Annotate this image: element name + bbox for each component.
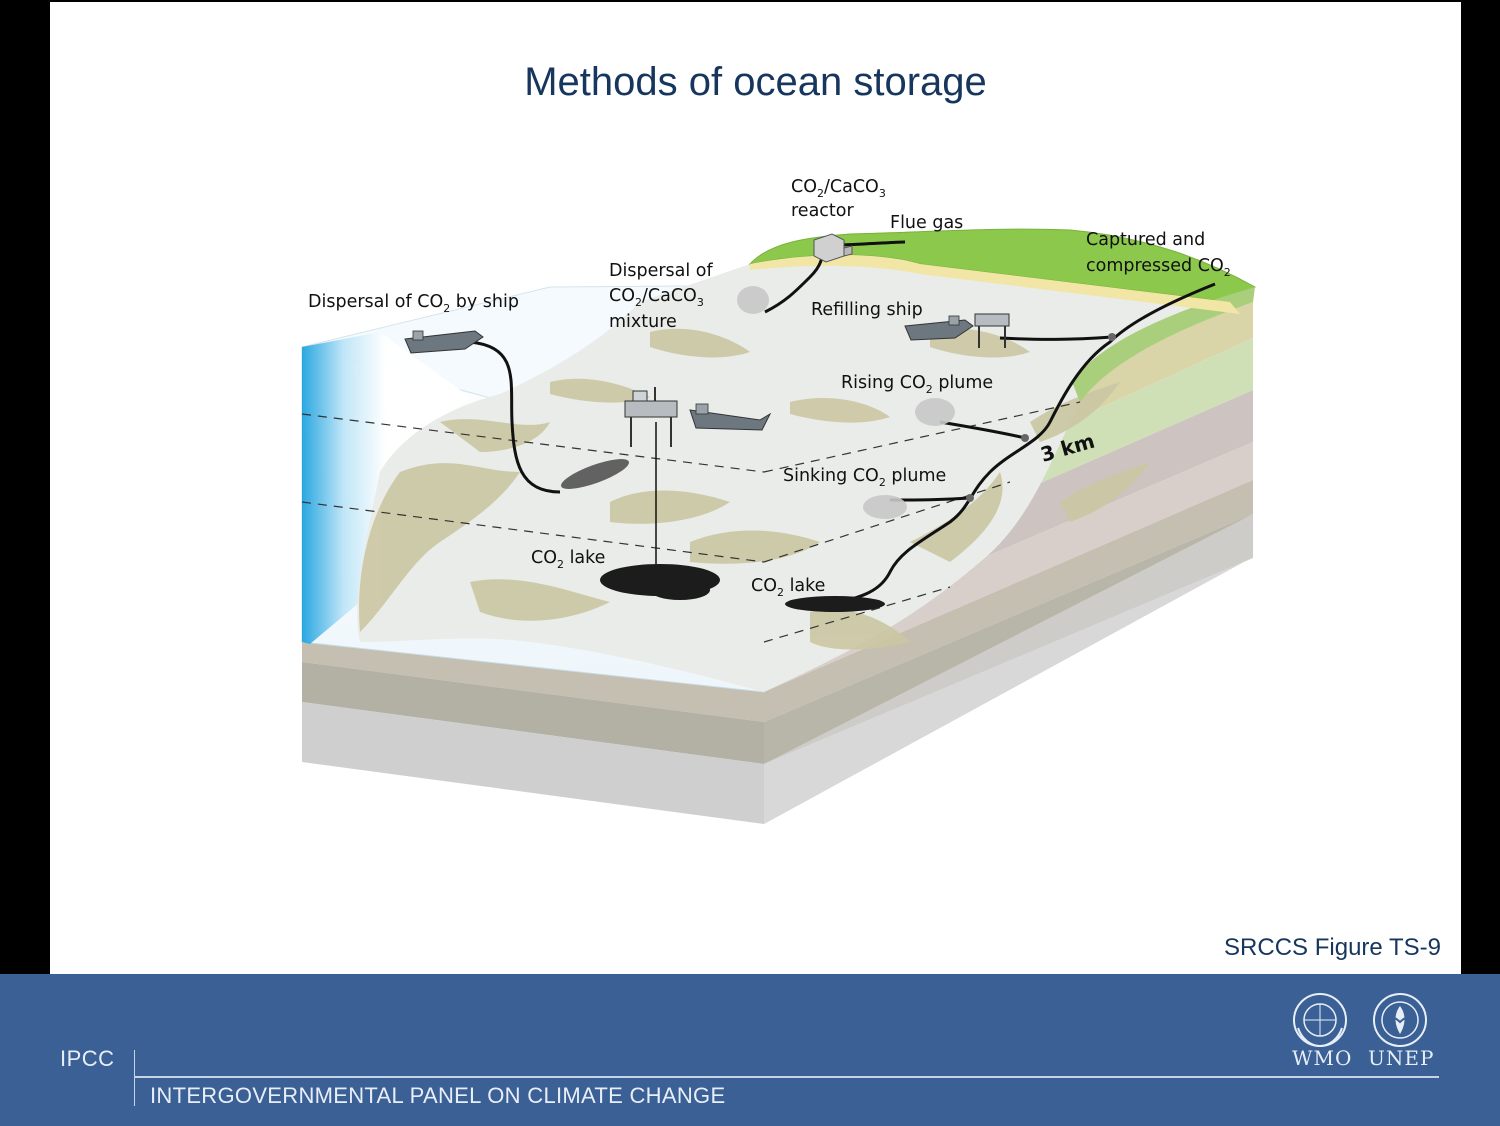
label-flue-gas: Flue gas bbox=[890, 213, 963, 233]
ocean-edge-blue bbox=[302, 332, 470, 644]
rising-plume bbox=[915, 398, 955, 426]
slide-title: Methods of ocean storage bbox=[524, 60, 987, 104]
unep-logo-icon bbox=[1373, 993, 1427, 1047]
label-co2-lake-right: CO2 lake bbox=[751, 576, 825, 599]
label-dispersal-ship: Dispersal of CO2 by ship bbox=[308, 292, 519, 315]
diagram-labels: CO2/CaCO3 reactor Flue gas Captured and … bbox=[308, 177, 1231, 599]
label-reactor: CO2/CaCO3 bbox=[791, 177, 886, 200]
label-captured-line1: Captured and bbox=[1086, 230, 1205, 250]
label-reactor-line2: reactor bbox=[791, 201, 854, 221]
label-sinking-plume: Sinking CO2 plume bbox=[783, 466, 946, 489]
pipelines bbox=[469, 240, 1216, 604]
mixture-plume bbox=[737, 286, 769, 314]
offshore-platform bbox=[624, 387, 678, 447]
plumes bbox=[737, 286, 955, 519]
label-co2-lake-left: CO2 lake bbox=[531, 548, 605, 571]
refilling-platform bbox=[974, 313, 1010, 348]
seafloor bbox=[357, 255, 1254, 692]
footer-divider-horizontal bbox=[134, 1076, 1439, 1078]
label-rising-plume: Rising CO2 plume bbox=[841, 373, 993, 396]
ipcc-full-name: INTERGOVERNMENTAL PANEL ON CLIMATE CHANG… bbox=[150, 1083, 726, 1108]
ocean-storage-diagram: CO2/CaCO3 reactor Flue gas Captured and … bbox=[301, 177, 1256, 824]
ship-platform bbox=[689, 403, 772, 431]
unep-logo-text: UNEP bbox=[1368, 1046, 1435, 1070]
reactor bbox=[813, 233, 853, 263]
ship-dispersal bbox=[404, 330, 484, 354]
label-dispersal-mixture-line1: Dispersal of bbox=[609, 261, 713, 281]
beach bbox=[750, 255, 1240, 314]
figure-reference: SRCCS Figure TS-9 bbox=[1224, 934, 1441, 961]
label-dispersal-mixture-line3: mixture bbox=[609, 312, 677, 332]
sediment-patches bbox=[359, 328, 1150, 650]
footer-bar bbox=[0, 974, 1500, 1126]
ship-refilling bbox=[904, 315, 974, 341]
wmo-logo-icon bbox=[1293, 993, 1347, 1048]
dispersal-cloud-ship bbox=[561, 459, 629, 489]
label-captured-line2: compressed CO2 bbox=[1086, 256, 1231, 279]
label-dispersal-mixture-line2: CO2/CaCO3 bbox=[609, 286, 704, 309]
pipe-joints bbox=[966, 333, 1116, 502]
front-face-strata bbox=[302, 642, 764, 824]
label-refilling-ship: Refilling ship bbox=[811, 300, 923, 320]
co2-lake-right bbox=[785, 596, 885, 612]
land-right-edge bbox=[1072, 287, 1255, 402]
depth-lines bbox=[301, 401, 1081, 643]
slide: Methods of ocean storage bbox=[50, 2, 1461, 974]
ipcc-short-name: IPCC bbox=[60, 1046, 115, 1071]
footer-divider-vertical bbox=[134, 1050, 135, 1106]
sinking-plume bbox=[863, 495, 907, 519]
wmo-logo-text: WMO bbox=[1292, 1046, 1353, 1070]
co2-lakes bbox=[561, 459, 885, 612]
